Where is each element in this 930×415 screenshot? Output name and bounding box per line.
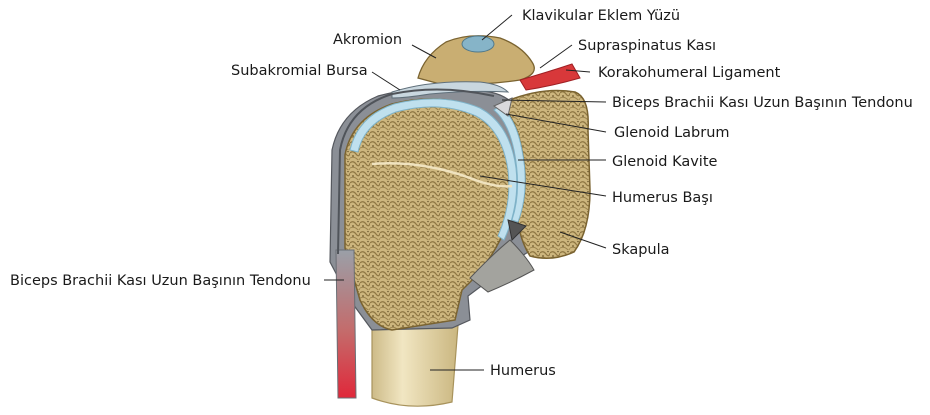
leader-supraspinatus bbox=[540, 45, 572, 68]
label-humerus: Humerus bbox=[490, 363, 556, 379]
humeral-head bbox=[345, 99, 515, 330]
leader-acromion bbox=[412, 45, 436, 58]
biceps-tendon-shape bbox=[336, 250, 356, 398]
anatomy-illustration bbox=[330, 36, 590, 406]
label-coracohumeral-ligament: Korakohumeral Ligament bbox=[598, 65, 781, 81]
label-subacromial-bursa: Subakromial Bursa bbox=[231, 63, 368, 79]
label-clavicular-facet: Klavikular Eklem Yüzü bbox=[522, 8, 680, 24]
label-glenoid-cavity: Glenoid Kavite bbox=[612, 154, 718, 170]
label-supraspinatus: Supraspinatus Kası bbox=[578, 38, 716, 54]
clavicular-facet-surface bbox=[462, 36, 494, 52]
label-glenoid-labrum: Glenoid Labrum bbox=[614, 125, 730, 141]
label-scapula: Skapula bbox=[612, 242, 670, 258]
label-biceps-tendon-right: Biceps Brachii Kası Uzun Başının Tendonu bbox=[612, 95, 913, 111]
leader-subacromial-bursa bbox=[372, 72, 400, 90]
leader-clavicular-facet bbox=[482, 15, 512, 40]
label-biceps-tendon-left: Biceps Brachii Kası Uzun Başının Tendonu bbox=[10, 273, 311, 289]
label-humeral-head: Humerus Başı bbox=[612, 190, 713, 206]
label-acromion: Akromion bbox=[333, 32, 402, 48]
